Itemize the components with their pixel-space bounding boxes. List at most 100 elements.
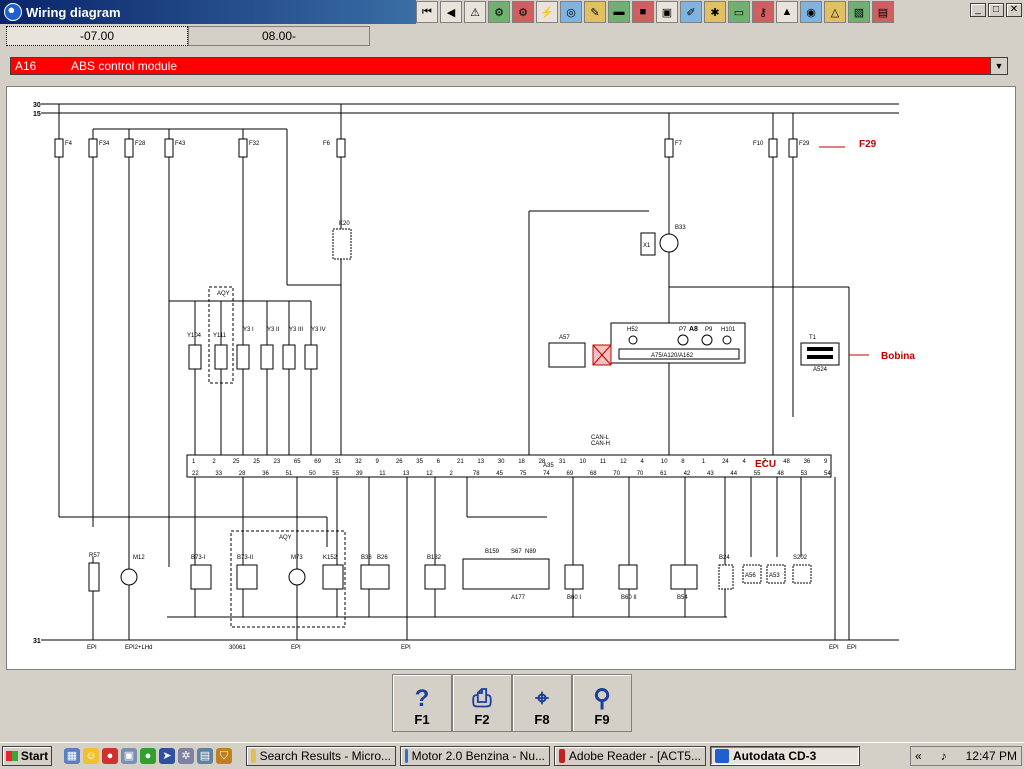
fuse-f10-label: F10	[753, 141, 764, 147]
abs-icon[interactable]: ▲	[776, 1, 798, 23]
maximize-button[interactable]: □	[988, 3, 1004, 17]
taskbar-button[interactable]: Search Results - Micro...	[246, 746, 396, 766]
b60i-sensor	[564, 564, 584, 590]
component-selector[interactable]: A16 ABS control module ▼	[10, 57, 1008, 75]
ecu-pin-label: 22	[192, 471, 199, 477]
arrow-icon[interactable]: ➤	[159, 748, 175, 764]
fkey-f9-button[interactable]: ⚲F9	[572, 674, 632, 732]
chat-icon[interactable]: ●	[140, 748, 156, 764]
task-list: Search Results - Micro... Motor 2.0 Benzi…	[242, 746, 860, 766]
taskbar-button-label: Search Results - Micro...	[259, 749, 391, 763]
first-icon[interactable]: ⏮	[416, 1, 438, 23]
wheel-icon[interactable]: ◉	[800, 1, 822, 23]
messenger-icon[interactable]: ☺	[83, 748, 99, 764]
r57-resistor	[88, 562, 100, 592]
fuse-f32-label: F32	[249, 141, 260, 147]
ecu-pin-label: 25	[233, 459, 240, 465]
taskbar-button[interactable]: Motor 2.0 Benzina - Nu...	[400, 746, 550, 766]
start-button[interactable]: Start	[2, 746, 52, 766]
taskbar-button[interactable]: Autodata CD-3	[710, 746, 860, 766]
ecu-pin-label: 25	[253, 459, 260, 465]
taskbar-button[interactable]: Adobe Reader - [ACT5...	[554, 746, 706, 766]
ecu-pin-label: 36	[262, 471, 269, 477]
clock[interactable]: 12:47 PM	[965, 749, 1017, 763]
bobina-callout: Bobina	[881, 351, 915, 362]
fkey-label: F2	[474, 712, 490, 727]
ecu-pin-label: 69	[314, 459, 321, 465]
ecu-pin-label: 4	[743, 459, 747, 465]
book-icon[interactable]: ▤	[872, 1, 894, 23]
gear-icon[interactable]: ⚙	[512, 1, 534, 23]
a177-throttle	[462, 558, 550, 590]
ecu-pin-label: 51	[286, 471, 293, 477]
ecu-pin-label: 23	[274, 459, 281, 465]
ecu-pin-label: 43	[707, 471, 714, 477]
airbag-icon[interactable]: ▧	[848, 1, 870, 23]
ground-label: EPI2+LHd	[125, 645, 153, 651]
window-icon[interactable]: ▣	[121, 748, 137, 764]
y104-label: Y104	[187, 333, 202, 339]
fuse-f4-label: F4	[65, 141, 73, 147]
toolbar: ⏮◀⚠⚙⚙⚡◎✎▬■▣✐✱▭⚷▲◉△▧▤	[416, 0, 940, 24]
key-icon[interactable]: ⚷	[752, 1, 774, 23]
rail-15-label: 15	[33, 111, 41, 118]
s67-label: S67	[511, 549, 522, 555]
taskbar-button-label: Motor 2.0 Benzina - Nu...	[411, 749, 545, 763]
tyre-icon[interactable]: ✱	[704, 1, 726, 23]
close-button[interactable]: ✕	[1006, 3, 1022, 17]
engine-icon[interactable]: ▣	[656, 1, 678, 23]
m73-label: M73	[291, 555, 303, 561]
chevron-down-icon[interactable]: ▼	[990, 58, 1007, 74]
ecu-pin-label: 26	[396, 459, 403, 465]
title-bar[interactable]: Wiring diagram	[0, 0, 416, 24]
ecu-pin-label: 74	[543, 471, 550, 477]
desktop-icon[interactable]: ▦	[64, 748, 80, 764]
fkey-f8-button[interactable]: ⌖F8	[512, 674, 572, 732]
ecu-pin-label: 61	[660, 471, 667, 477]
tool1-icon[interactable]: ⚙	[488, 1, 510, 23]
warning-icon[interactable]: ⚠	[464, 1, 486, 23]
wrench-icon[interactable]: ✎	[584, 1, 606, 23]
p9-label: P9	[705, 327, 713, 333]
s202-label: S202	[793, 555, 808, 561]
battery-icon[interactable]: ■	[632, 1, 654, 23]
media-icon[interactable]: ●	[102, 748, 118, 764]
network-icon[interactable]: ▤	[197, 748, 213, 764]
tool2-icon[interactable]: ▬	[608, 1, 630, 23]
aqy-top-label: AQY	[217, 291, 230, 297]
tab-pre-07[interactable]: -07.00	[6, 26, 188, 46]
fkey-label: F9	[594, 712, 610, 727]
sensor-icon[interactable]: ⚡	[536, 1, 558, 23]
a56-module	[742, 564, 762, 584]
autodata-icon	[715, 749, 729, 763]
disc-icon[interactable]: ◎	[560, 1, 582, 23]
ground-label: EPI	[847, 645, 857, 651]
ecu-label: ECU	[755, 459, 776, 470]
shield-icon[interactable]: ⛉	[216, 748, 232, 764]
b132-label: B132	[427, 555, 442, 561]
minimize-button[interactable]: _	[970, 3, 986, 17]
function-keys: ?F1⎙F2⌖F8⚲F9	[392, 674, 632, 732]
settings-icon[interactable]: ✲	[178, 748, 194, 764]
abs2-icon[interactable]: △	[824, 1, 846, 23]
b24-sensor	[718, 564, 734, 590]
b33-label: B33	[675, 225, 686, 231]
tab-post-08[interactable]: 08.00-	[188, 26, 370, 46]
ecu-pin-label: 32	[355, 459, 362, 465]
ecu-pin-label: 75	[520, 471, 527, 477]
fkey-f1-button[interactable]: ?F1	[392, 674, 452, 732]
ecu-pin-label: 12	[426, 471, 433, 477]
can-l-label: CAN-L	[591, 435, 610, 441]
injector-group	[188, 344, 318, 370]
b60ii-sensor	[618, 564, 638, 590]
tray-expand-button[interactable]: «	[915, 749, 922, 763]
quick-launch: ▦☺●▣●➤✲▤⛉	[64, 748, 232, 764]
volume-icon[interactable]: ♪	[940, 749, 947, 763]
fkey-f2-button[interactable]: ⎙F2	[452, 674, 512, 732]
ground-label: EPI	[87, 645, 97, 651]
pump-icon[interactable]: ✐	[680, 1, 702, 23]
ecu-pin-label: 9	[824, 459, 828, 465]
prev-icon[interactable]: ◀	[440, 1, 462, 23]
car-icon[interactable]: ▭	[728, 1, 750, 23]
